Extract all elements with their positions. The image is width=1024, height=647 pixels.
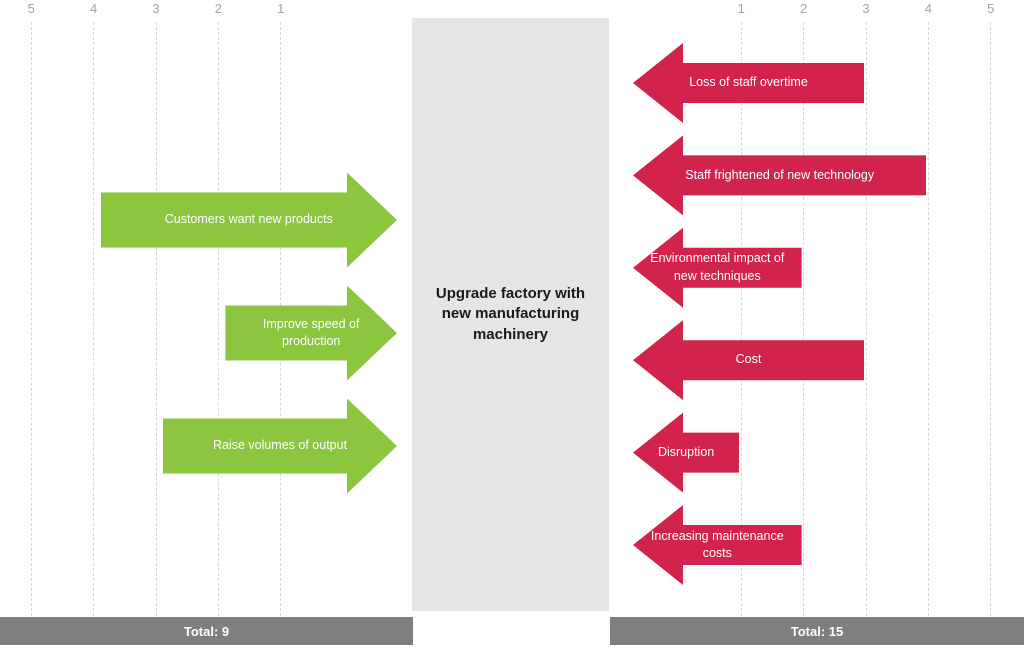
axis-tick: 2 xyxy=(214,1,222,16)
axis-tick: 3 xyxy=(152,1,160,16)
restraining-force-arrow: Environmental impact of new techniques xyxy=(633,228,802,308)
axis-tick: 4 xyxy=(924,1,932,16)
axis-tick: 2 xyxy=(799,1,808,16)
restraining-force-arrow: Disruption xyxy=(633,413,739,493)
axis-tick: 5 xyxy=(987,1,995,16)
gridline xyxy=(865,22,867,616)
force-label: Improve speed of production xyxy=(262,316,360,348)
gridline xyxy=(30,22,32,616)
restraining-force-arrow: Cost xyxy=(633,320,864,400)
driving-total-bar: Total: 9 xyxy=(0,617,413,645)
force-label: Loss of staff overtime xyxy=(689,75,808,90)
force-label: Cost xyxy=(735,352,762,367)
axis-tick: 5 xyxy=(27,1,35,16)
force-label: Environmental impact of new techniques xyxy=(650,251,785,283)
axis-tick: 1 xyxy=(277,1,285,16)
restraining-force-arrow: Staff frightened of new technology xyxy=(633,135,926,215)
decision-box: Upgrade factory with new manufacturing m… xyxy=(412,18,609,611)
restraining-force-arrow: Loss of staff overtime xyxy=(633,43,864,123)
driving-total-label: Total: 9 xyxy=(183,623,230,639)
gridline xyxy=(990,22,992,616)
gridline xyxy=(740,22,742,616)
gridline xyxy=(927,22,929,616)
force-label: Staff frightened of new technology xyxy=(685,167,875,182)
axis-tick: 3 xyxy=(862,1,870,16)
restraining-force-arrow: Increasing maintenance costs xyxy=(633,505,802,585)
force-label: Raise volumes of output xyxy=(212,438,348,453)
gridline xyxy=(155,22,157,616)
force-label: Customers want new products xyxy=(164,212,333,227)
driving-force-arrow: Customers want new products xyxy=(101,173,397,268)
gridline xyxy=(803,22,805,616)
decision-title: Upgrade factory with new manufacturing m… xyxy=(435,285,586,343)
restraining-total-bar: Total: 15 xyxy=(610,617,1024,645)
gridline xyxy=(217,22,219,616)
axis-tick: 4 xyxy=(89,1,98,16)
force-label: Disruption xyxy=(657,444,715,459)
driving-force-arrow: Improve speed of production xyxy=(225,286,397,381)
gridline xyxy=(93,22,95,616)
force-label: Increasing maintenance costs xyxy=(650,528,784,560)
axis-tick: 1 xyxy=(737,1,745,16)
restraining-total-label: Total: 15 xyxy=(790,623,844,639)
